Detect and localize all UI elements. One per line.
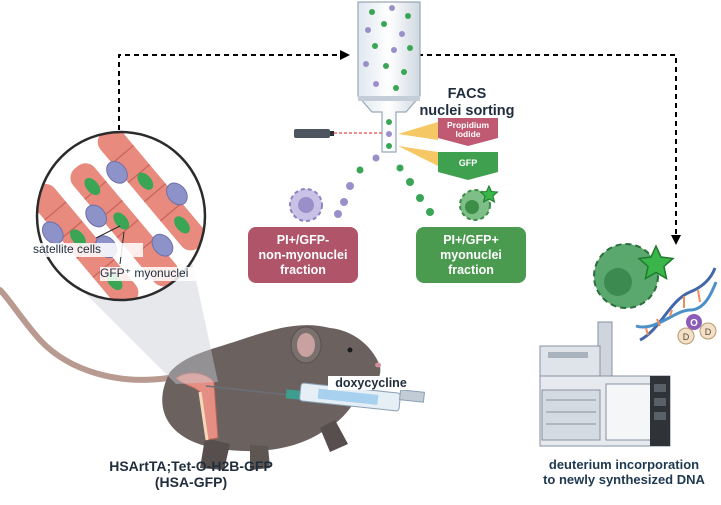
deuterium-output-label: deuterium incorporation to newly synthes… (543, 457, 705, 487)
doxycycline-label: doxycycline (328, 376, 414, 391)
laser (294, 129, 384, 138)
label-deuterium-2: D (705, 327, 712, 337)
facs-column (357, 1, 421, 153)
arrow-to-analysis (418, 54, 681, 245)
sorted-droplets (334, 154, 434, 218)
satellite-cells-label: satellite cells (33, 242, 143, 257)
mouse-genotype-label: HSArtTA;Tet-O-H2B-GFP (HSA-GFP) (109, 458, 273, 491)
myonuclei-fraction-box: PI+/GFP+ myonuclei fraction (416, 227, 526, 283)
mouse-leg-back (200, 438, 230, 470)
gfp-star-small (479, 184, 499, 203)
dna-helix (635, 267, 718, 342)
detector-tags (438, 118, 498, 180)
label-deuterium-1: D (683, 332, 690, 342)
exposed-muscle (175, 372, 219, 441)
label-oxygen: O (690, 318, 698, 329)
isotope-labels: O D D (677, 314, 717, 345)
mass-spectrometer (539, 321, 671, 447)
workflow-arrows (118, 50, 681, 245)
mouse-leg-rear (250, 445, 270, 470)
pointer-satellite (95, 225, 121, 239)
propidium-tag-shape (438, 118, 498, 146)
arrow-to-facs (118, 50, 350, 130)
mouse-nose (375, 362, 381, 368)
pi-gfp-negative-nucleus (289, 188, 323, 222)
mouse-tail (0, 287, 171, 383)
tube-nuclei (363, 5, 413, 149)
analysis-nucleus (593, 243, 675, 309)
deflection-beams (398, 122, 438, 166)
mouse-leg-front (320, 420, 348, 452)
propidium-iodide-tag: Propidium Iodide (446, 120, 490, 139)
gfp-myonuclei-label: GFP⁺ myonuclei (100, 266, 200, 281)
gfp-tag: GFP (458, 158, 478, 169)
mouse (0, 287, 381, 470)
syringe (205, 382, 426, 412)
pi-gfp-positive-nucleus (459, 184, 499, 221)
gfp-tag-shape (438, 152, 498, 180)
facs-title: FACS nuclei sorting (419, 86, 515, 119)
non-myonuclei-fraction-box: PI+/GFP- non-myonuclei fraction (248, 227, 358, 283)
gfp-star-large (637, 244, 675, 280)
mouse-eye (347, 347, 353, 353)
